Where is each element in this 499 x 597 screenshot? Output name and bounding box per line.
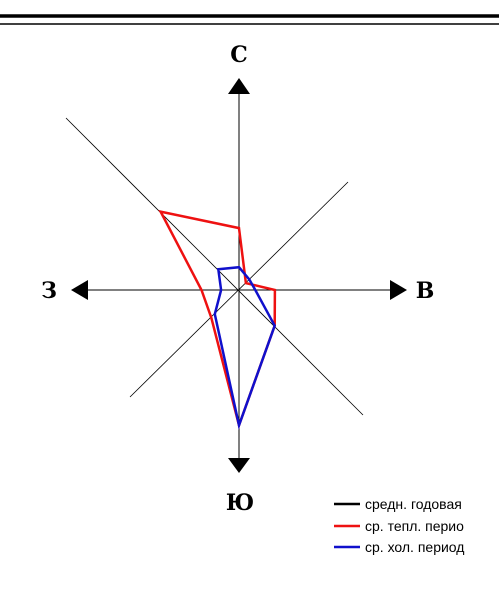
arrow-north-icon bbox=[228, 78, 250, 94]
legend-label-cold: ср. хол. период bbox=[365, 539, 464, 555]
legend: средн. годовая ср. тепл. перио ср. хол. … bbox=[334, 496, 464, 555]
arrow-east-icon bbox=[390, 280, 407, 300]
label-east: В bbox=[416, 278, 435, 304]
arrow-west-icon bbox=[71, 280, 88, 300]
legend-label-annual: средн. годовая bbox=[365, 496, 462, 512]
arrow-south-icon bbox=[228, 458, 250, 473]
axis-nw-se bbox=[65, 117, 364, 416]
legend-label-warm: ср. тепл. перио bbox=[365, 518, 464, 534]
series-warm-period bbox=[158, 209, 277, 430]
label-west: З bbox=[41, 278, 57, 304]
label-north: С bbox=[230, 42, 248, 68]
label-south: Ю bbox=[226, 490, 254, 516]
header-rule bbox=[0, 14, 499, 25]
series-cold-period bbox=[213, 265, 277, 430]
